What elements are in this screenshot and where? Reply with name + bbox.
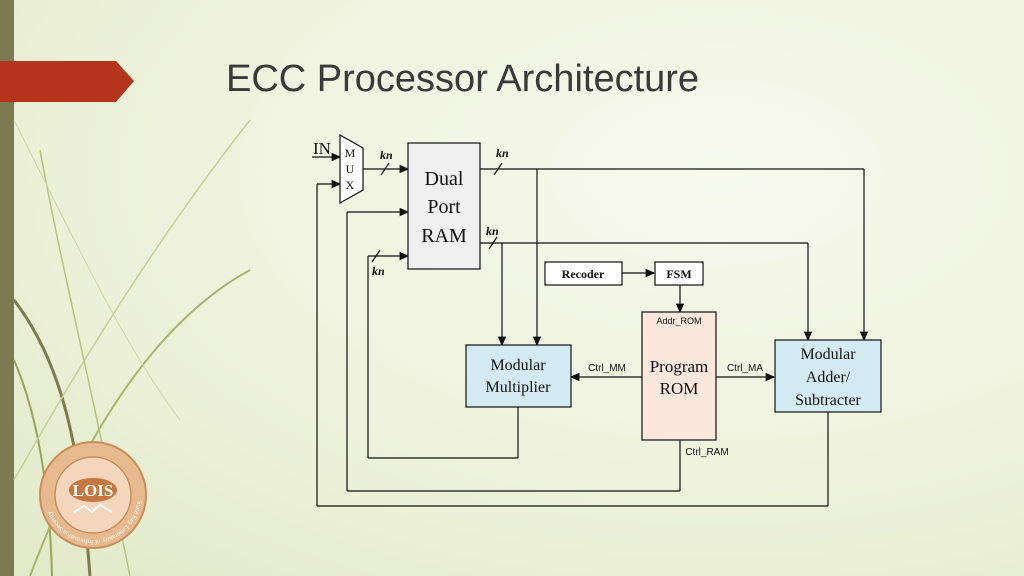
recoder-label: Recoder (562, 267, 605, 281)
modular-adder-block (774, 339, 882, 413)
adder-label-line3: Subtracter (795, 392, 861, 409)
mux-label-u: U (346, 162, 355, 176)
seal-logo-name: LOIS (73, 481, 114, 500)
program-rom-block (641, 311, 717, 441)
in-label: IN (313, 139, 331, 158)
slide-title: ECC Processor Architecture (226, 58, 700, 100)
fsm-label: FSM (666, 267, 691, 281)
multiplier-label-line1: Modular (490, 357, 546, 374)
bus-width-label: kn (380, 148, 393, 162)
left-accent-bar (0, 0, 14, 576)
program-rom-label-line2: ROM (660, 379, 699, 398)
mux-label-x: X (346, 178, 355, 192)
bus-width-label: kn (372, 264, 385, 278)
bus-width-label: kn (486, 224, 499, 238)
mux-block (339, 133, 364, 205)
fsm-block (654, 261, 704, 286)
adder-label-line1: Modular (800, 346, 856, 363)
lois-seal-logo: State Key Laboratory of Information Secu… (39, 441, 147, 549)
addr-rom-label: Addr_ROM (656, 316, 701, 326)
ctrl-ma-label: Ctrl_MA (727, 363, 763, 374)
recoder-block (544, 261, 623, 286)
ram-label-line2: Port (427, 196, 461, 218)
title-accent-tab (0, 61, 134, 102)
mux-label-m: M (345, 146, 356, 160)
program-rom-label-line1: Program (650, 357, 709, 376)
ram-label-line3: RAM (421, 225, 467, 247)
ctrl-ram-label: Ctrl_RAM (685, 447, 728, 458)
modular-multiplier-block (465, 344, 572, 408)
multiplier-label-line2: Multiplier (486, 379, 552, 396)
dual-port-ram-block (407, 142, 481, 270)
ram-label-line1: Dual (425, 168, 464, 190)
adder-label-line2: Adder/ (806, 369, 851, 386)
ctrl-mm-label: Ctrl_MM (588, 363, 626, 374)
bus-width-label: kn (496, 146, 509, 160)
